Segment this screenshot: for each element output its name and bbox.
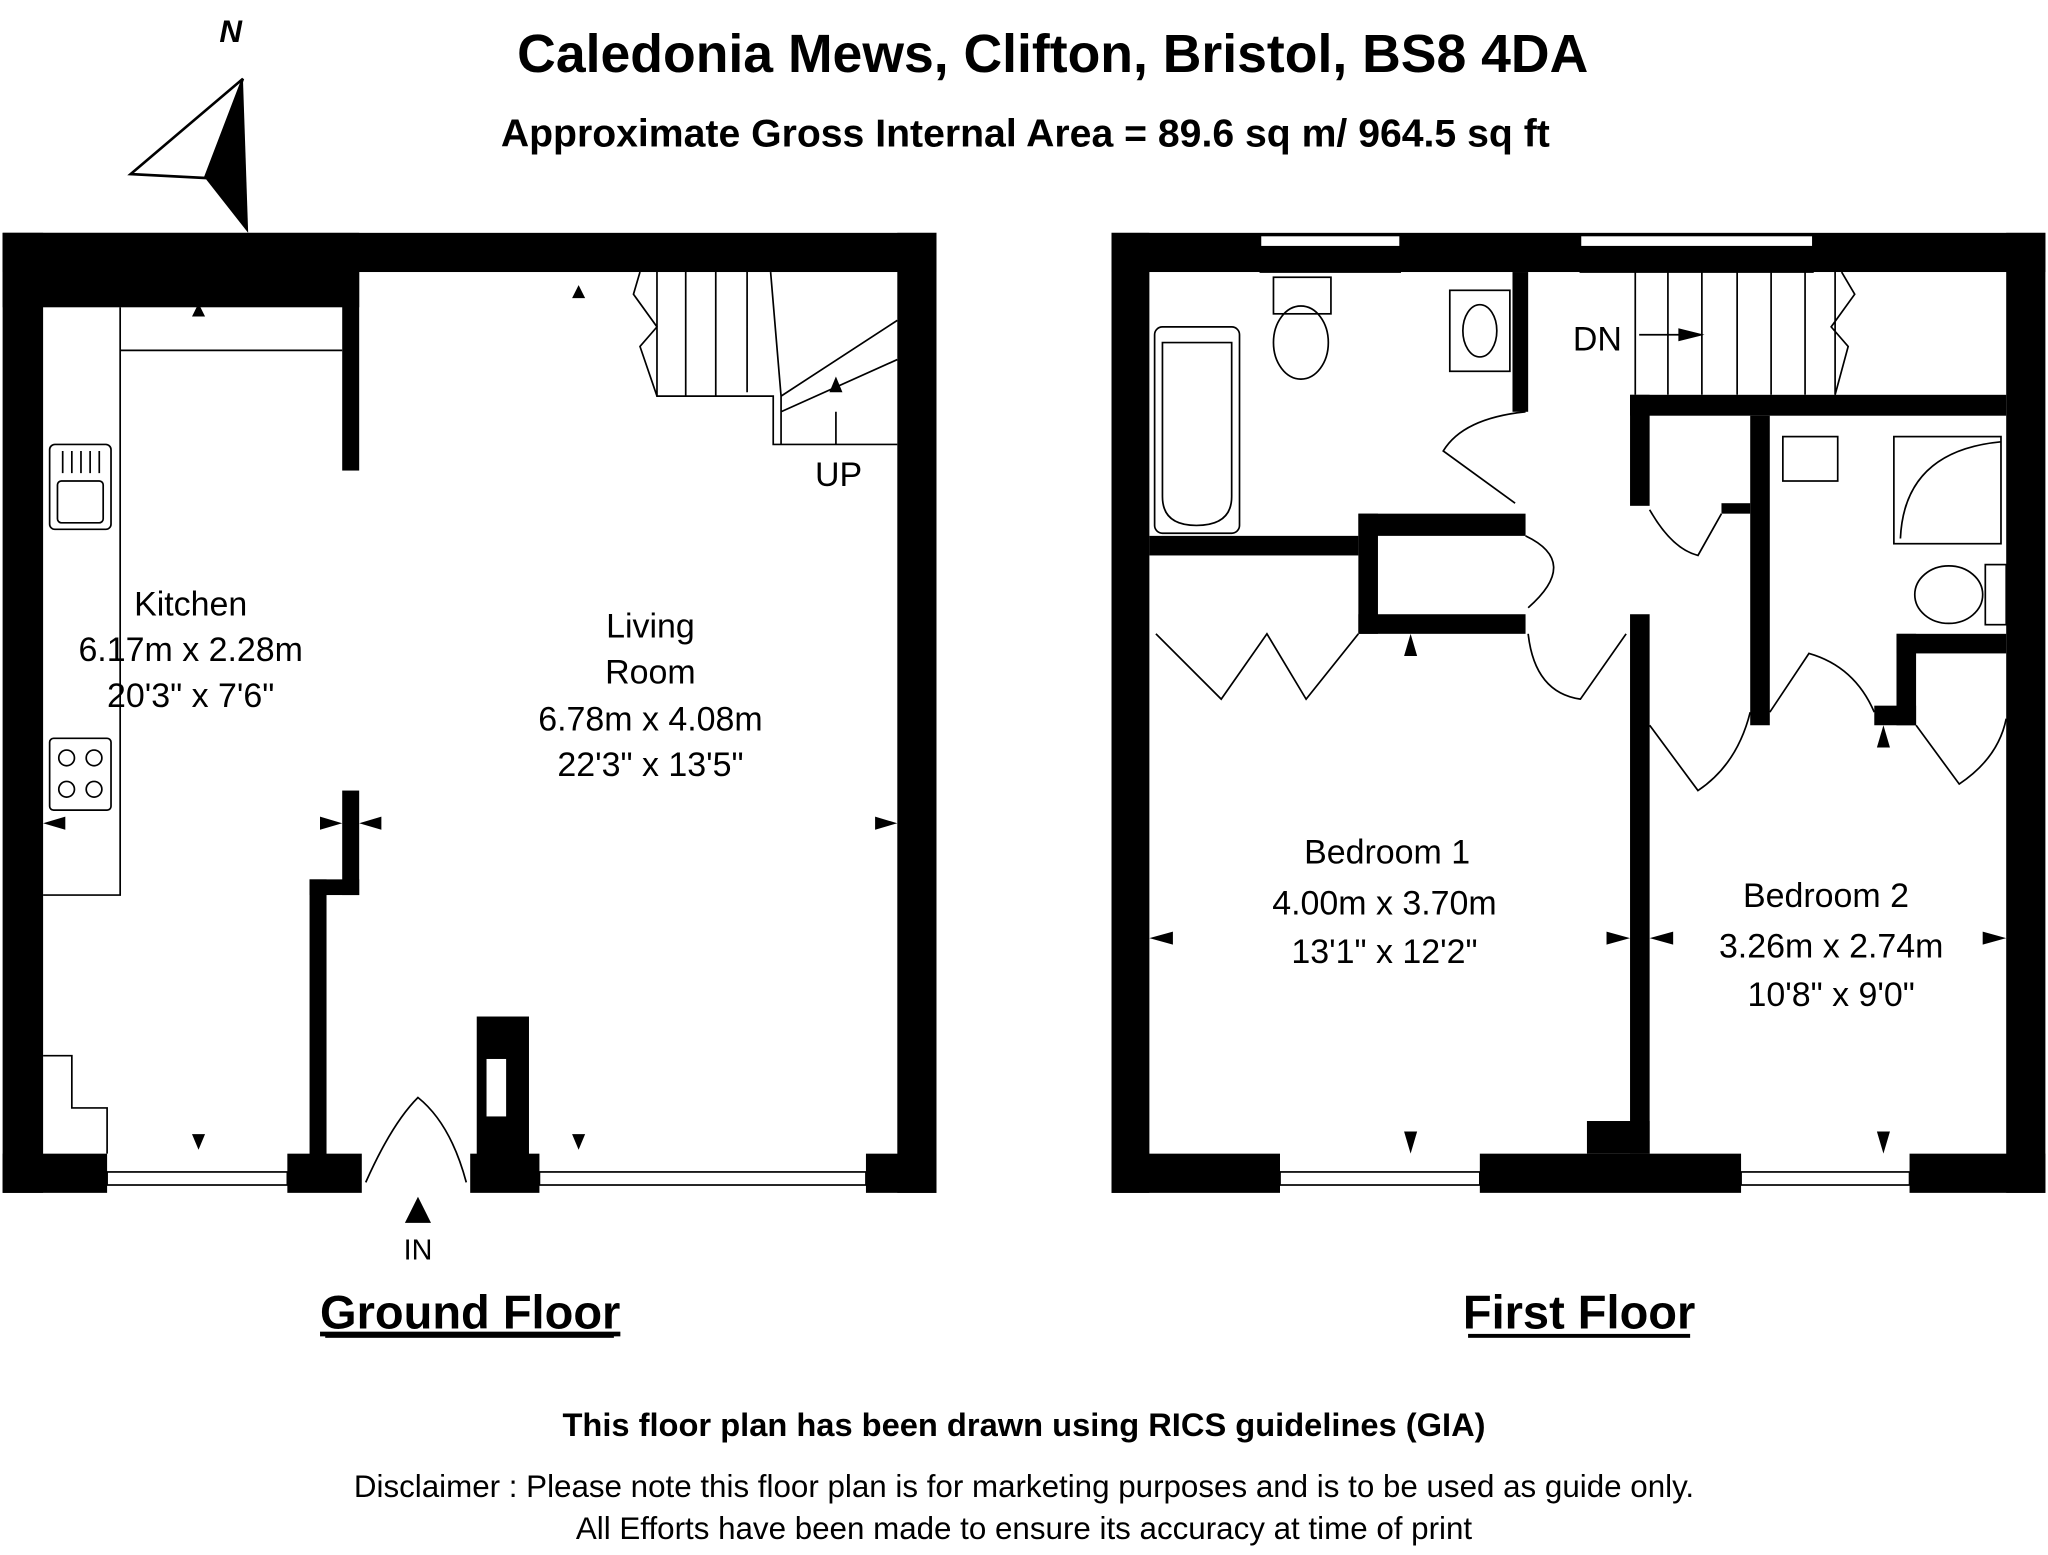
shower-icon (1893, 435, 2002, 545)
ground-floor-plan: UP IN Kitchen 6.17m x 2.28m 20'3" x 7'6"… (2, 232, 937, 1339)
room-bedroom-2: Bedroom 2 3.26m x 2.74m 10'8" x 9'0" (1719, 877, 1943, 1014)
room-size-imperial: 22'3" x 13'5" (557, 746, 743, 784)
room-size-metric: 6.17m x 2.28m (78, 631, 302, 669)
staircase-icon (632, 271, 898, 446)
room-size-imperial: 20'3" x 7'6" (107, 677, 274, 715)
ensuite-toilet-icon (1913, 563, 2008, 626)
toilet-icon (1272, 276, 1332, 380)
room-bedroom-1: Bedroom 1 4.00m x 3.70m 13'1" x 12'2" (1272, 834, 1496, 971)
room-name: Room (605, 653, 696, 691)
room-name: Kitchen (134, 586, 247, 624)
room-size-metric: 6.78m x 4.08m (538, 700, 762, 738)
stairs-up-label: UP (815, 456, 862, 494)
north-label: N (219, 14, 243, 49)
room-size-metric: 4.00m x 3.70m (1272, 885, 1496, 923)
ground-floor-label: Ground Floor (320, 1286, 620, 1339)
hob-icon (48, 737, 112, 812)
first-floor-label: First Floor (1463, 1286, 1695, 1339)
sink-icon (48, 443, 112, 531)
room-living: Living Room 6.78m x 4.08m 22'3" x 13'5" (538, 608, 762, 784)
room-size-imperial: 13'1" x 12'2" (1291, 933, 1477, 971)
room-size-metric: 3.26m x 2.74m (1719, 928, 1943, 966)
room-size-imperial: 10'8" x 9'0" (1748, 976, 1915, 1014)
bath-icon (1153, 326, 1241, 535)
basin-icon (1448, 289, 1511, 373)
staircase-icon (1634, 271, 1856, 396)
stairs-down-label: DN (1573, 320, 1622, 358)
north-arrow-icon: N (127, 14, 249, 233)
entrance-label: IN (404, 1234, 433, 1266)
room-name: Bedroom 1 (1304, 834, 1470, 872)
disclaimer-line-1: Disclaimer : Please note this floor plan… (354, 1469, 1694, 1504)
gross-area: Approximate Gross Internal Area = 89.6 s… (501, 113, 1550, 156)
room-kitchen: Kitchen 6.17m x 2.28m 20'3" x 7'6" (78, 586, 302, 715)
ensuite-basin-icon (1782, 435, 1839, 482)
disclaimer-line-2: All Efforts have been made to ensure its… (576, 1511, 1472, 1546)
page-title: Caledonia Mews, Clifton, Bristol, BS8 4D… (517, 25, 1588, 84)
rics-note: This floor plan has been drawn using RIC… (562, 1406, 1485, 1443)
room-name: Living (606, 608, 695, 646)
room-name: Bedroom 2 (1743, 877, 1909, 915)
first-floor-plan: DN Bedroom 1 4.00m x 3.70m 13'1" x 12'2"… (1111, 232, 2046, 1339)
